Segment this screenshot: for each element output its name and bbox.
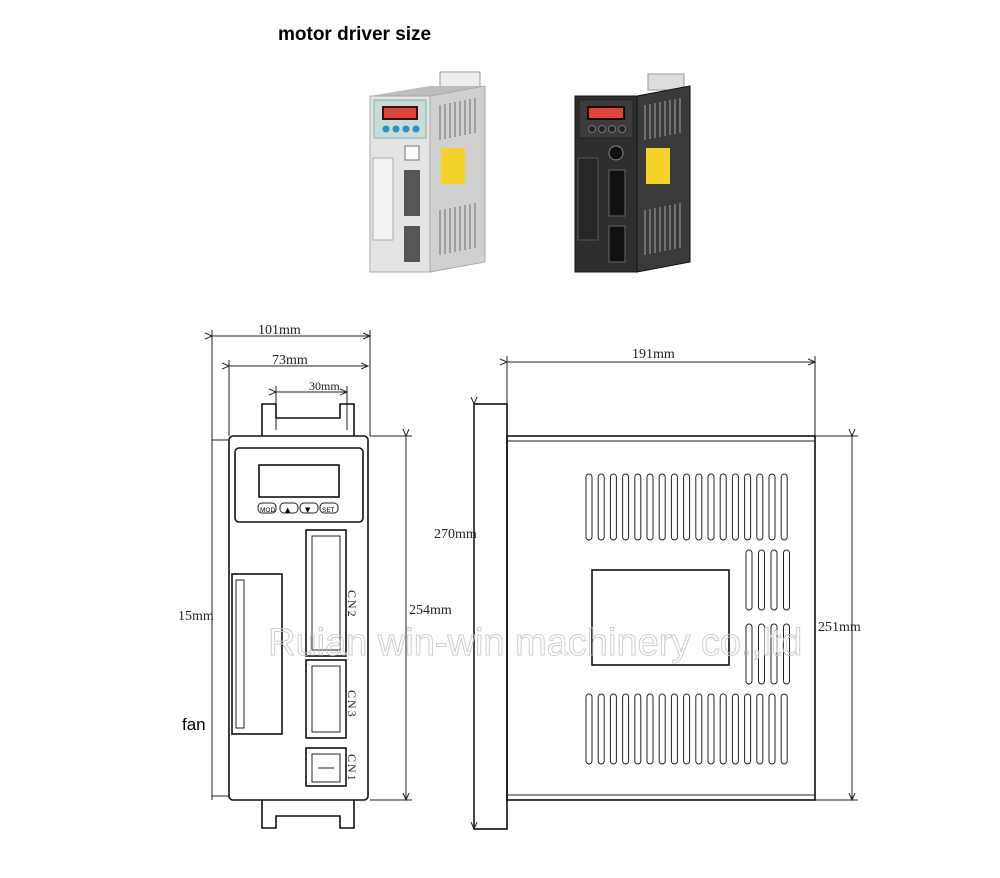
page-title: motor driver size <box>278 24 432 45</box>
dim-total-height: 270mm <box>434 527 477 542</box>
dim-inner-width: 73mm <box>272 353 308 368</box>
button-mod: MOD <box>260 507 275 514</box>
connector-cn3-label: CN3 <box>345 690 359 719</box>
vent-slot <box>719 473 727 541</box>
vent-slot <box>585 473 593 541</box>
dim-height: 254mm <box>409 603 452 618</box>
vent-slot <box>585 693 593 765</box>
vent-slot <box>758 549 765 611</box>
vent-slot <box>646 693 654 765</box>
vent-slot <box>597 473 605 541</box>
vent-slot <box>609 473 617 541</box>
vent-slot <box>780 693 788 765</box>
vent-slot <box>707 473 715 541</box>
watermark-text: Ruian win-win machinery co.,ltd <box>268 622 802 664</box>
vent-slot <box>745 549 753 611</box>
vent-slot <box>780 473 788 541</box>
button-set: SET <box>322 507 335 514</box>
vent-slot <box>756 473 764 541</box>
side-view-drawing <box>474 356 858 829</box>
vent-slot <box>768 473 776 541</box>
vent-slot <box>744 473 752 541</box>
vent-slot <box>634 693 642 765</box>
vent-slot <box>756 693 764 765</box>
vent-slot <box>731 473 739 541</box>
vent-slot <box>695 473 703 541</box>
photo-dark-driver <box>574 73 691 273</box>
vent-slot <box>695 693 703 765</box>
connector-cn2-label: CN2 <box>345 590 359 619</box>
vent-slot <box>770 623 778 685</box>
connector-cn1-label: CN1 <box>345 754 359 783</box>
dim-side-height: 251mm <box>818 620 861 635</box>
vent-slot <box>783 549 790 611</box>
dim-overall-width: 101mm <box>258 323 301 338</box>
dim-bracket-width: 30mm <box>309 379 340 393</box>
dim-side: 15mm <box>178 609 214 624</box>
fan-label: fan <box>182 715 206 734</box>
vent-slot <box>609 693 617 765</box>
front-view-drawing <box>212 330 412 829</box>
photo-light-driver <box>369 71 486 273</box>
vent-slot <box>683 693 691 765</box>
vent-slot <box>683 473 691 541</box>
vent-slot <box>768 693 776 765</box>
vent-slot <box>597 693 605 765</box>
button-down: ▼ <box>305 506 311 514</box>
dim-depth: 191mm <box>632 347 675 362</box>
vent-slot <box>622 693 630 765</box>
vent-slot <box>770 549 778 611</box>
vent-slot <box>744 693 752 765</box>
vent-slot <box>719 693 727 765</box>
vent-slot <box>783 623 790 685</box>
vent-slot <box>658 693 666 765</box>
vent-slot <box>670 693 678 765</box>
vent-slot <box>707 693 715 765</box>
vent-slot <box>646 473 654 541</box>
vent-slot <box>658 473 666 541</box>
vent-slot <box>634 473 642 541</box>
vent-slot <box>622 473 630 541</box>
vent-slot <box>731 693 739 765</box>
vent-slot <box>758 623 765 685</box>
vent-slot <box>745 623 753 685</box>
button-up: ▲ <box>285 506 291 514</box>
vent-slot <box>670 473 678 541</box>
